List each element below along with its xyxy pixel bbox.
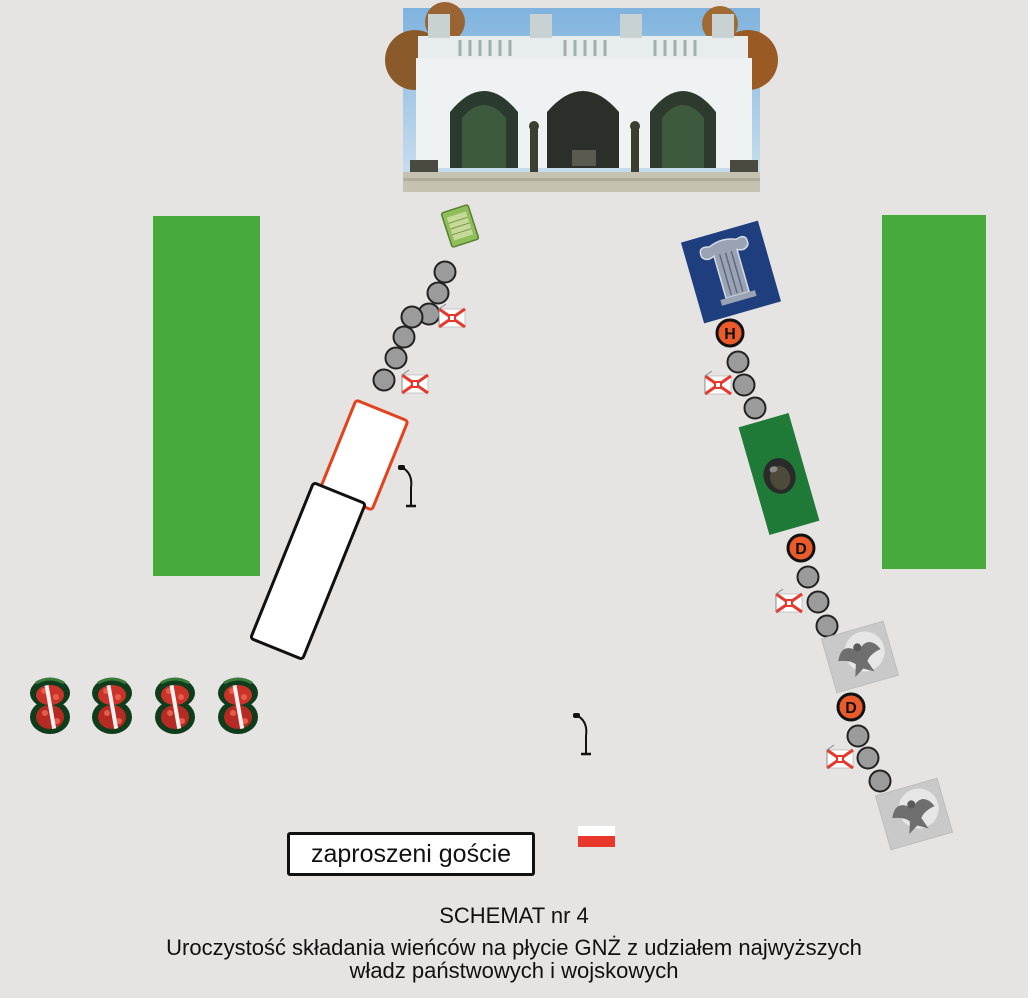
carpet-helmet xyxy=(738,413,820,535)
marker-d-1: D xyxy=(786,533,816,563)
monument-photo xyxy=(385,2,778,192)
book-icon xyxy=(440,204,480,248)
marker-d-2: D xyxy=(836,692,866,722)
diagram-title: SCHEMAT nr 4 xyxy=(439,903,589,928)
left-lawn xyxy=(153,216,260,576)
wreath-icon xyxy=(216,676,260,736)
svg-text:D: D xyxy=(845,700,857,717)
helmet-icon xyxy=(763,458,796,494)
column-icon xyxy=(680,220,782,324)
right-lawn xyxy=(882,215,986,569)
wreath-icon xyxy=(28,676,72,736)
invited-guests-label: zaproszeni goście xyxy=(287,832,535,876)
diagram-caption-line-2: władz państwowych i wojskowych xyxy=(349,958,679,983)
diagram-caption-line-1: Uroczystość składania wieńców na płycie … xyxy=(166,935,862,960)
officials-stand xyxy=(249,482,367,660)
marker-h: H xyxy=(715,318,745,348)
wreath-icon xyxy=(153,676,197,736)
polish-flag-icon xyxy=(578,826,615,847)
wreath-icon xyxy=(90,676,134,736)
svg-text:H: H xyxy=(724,326,736,343)
svg-text:D: D xyxy=(795,541,807,558)
